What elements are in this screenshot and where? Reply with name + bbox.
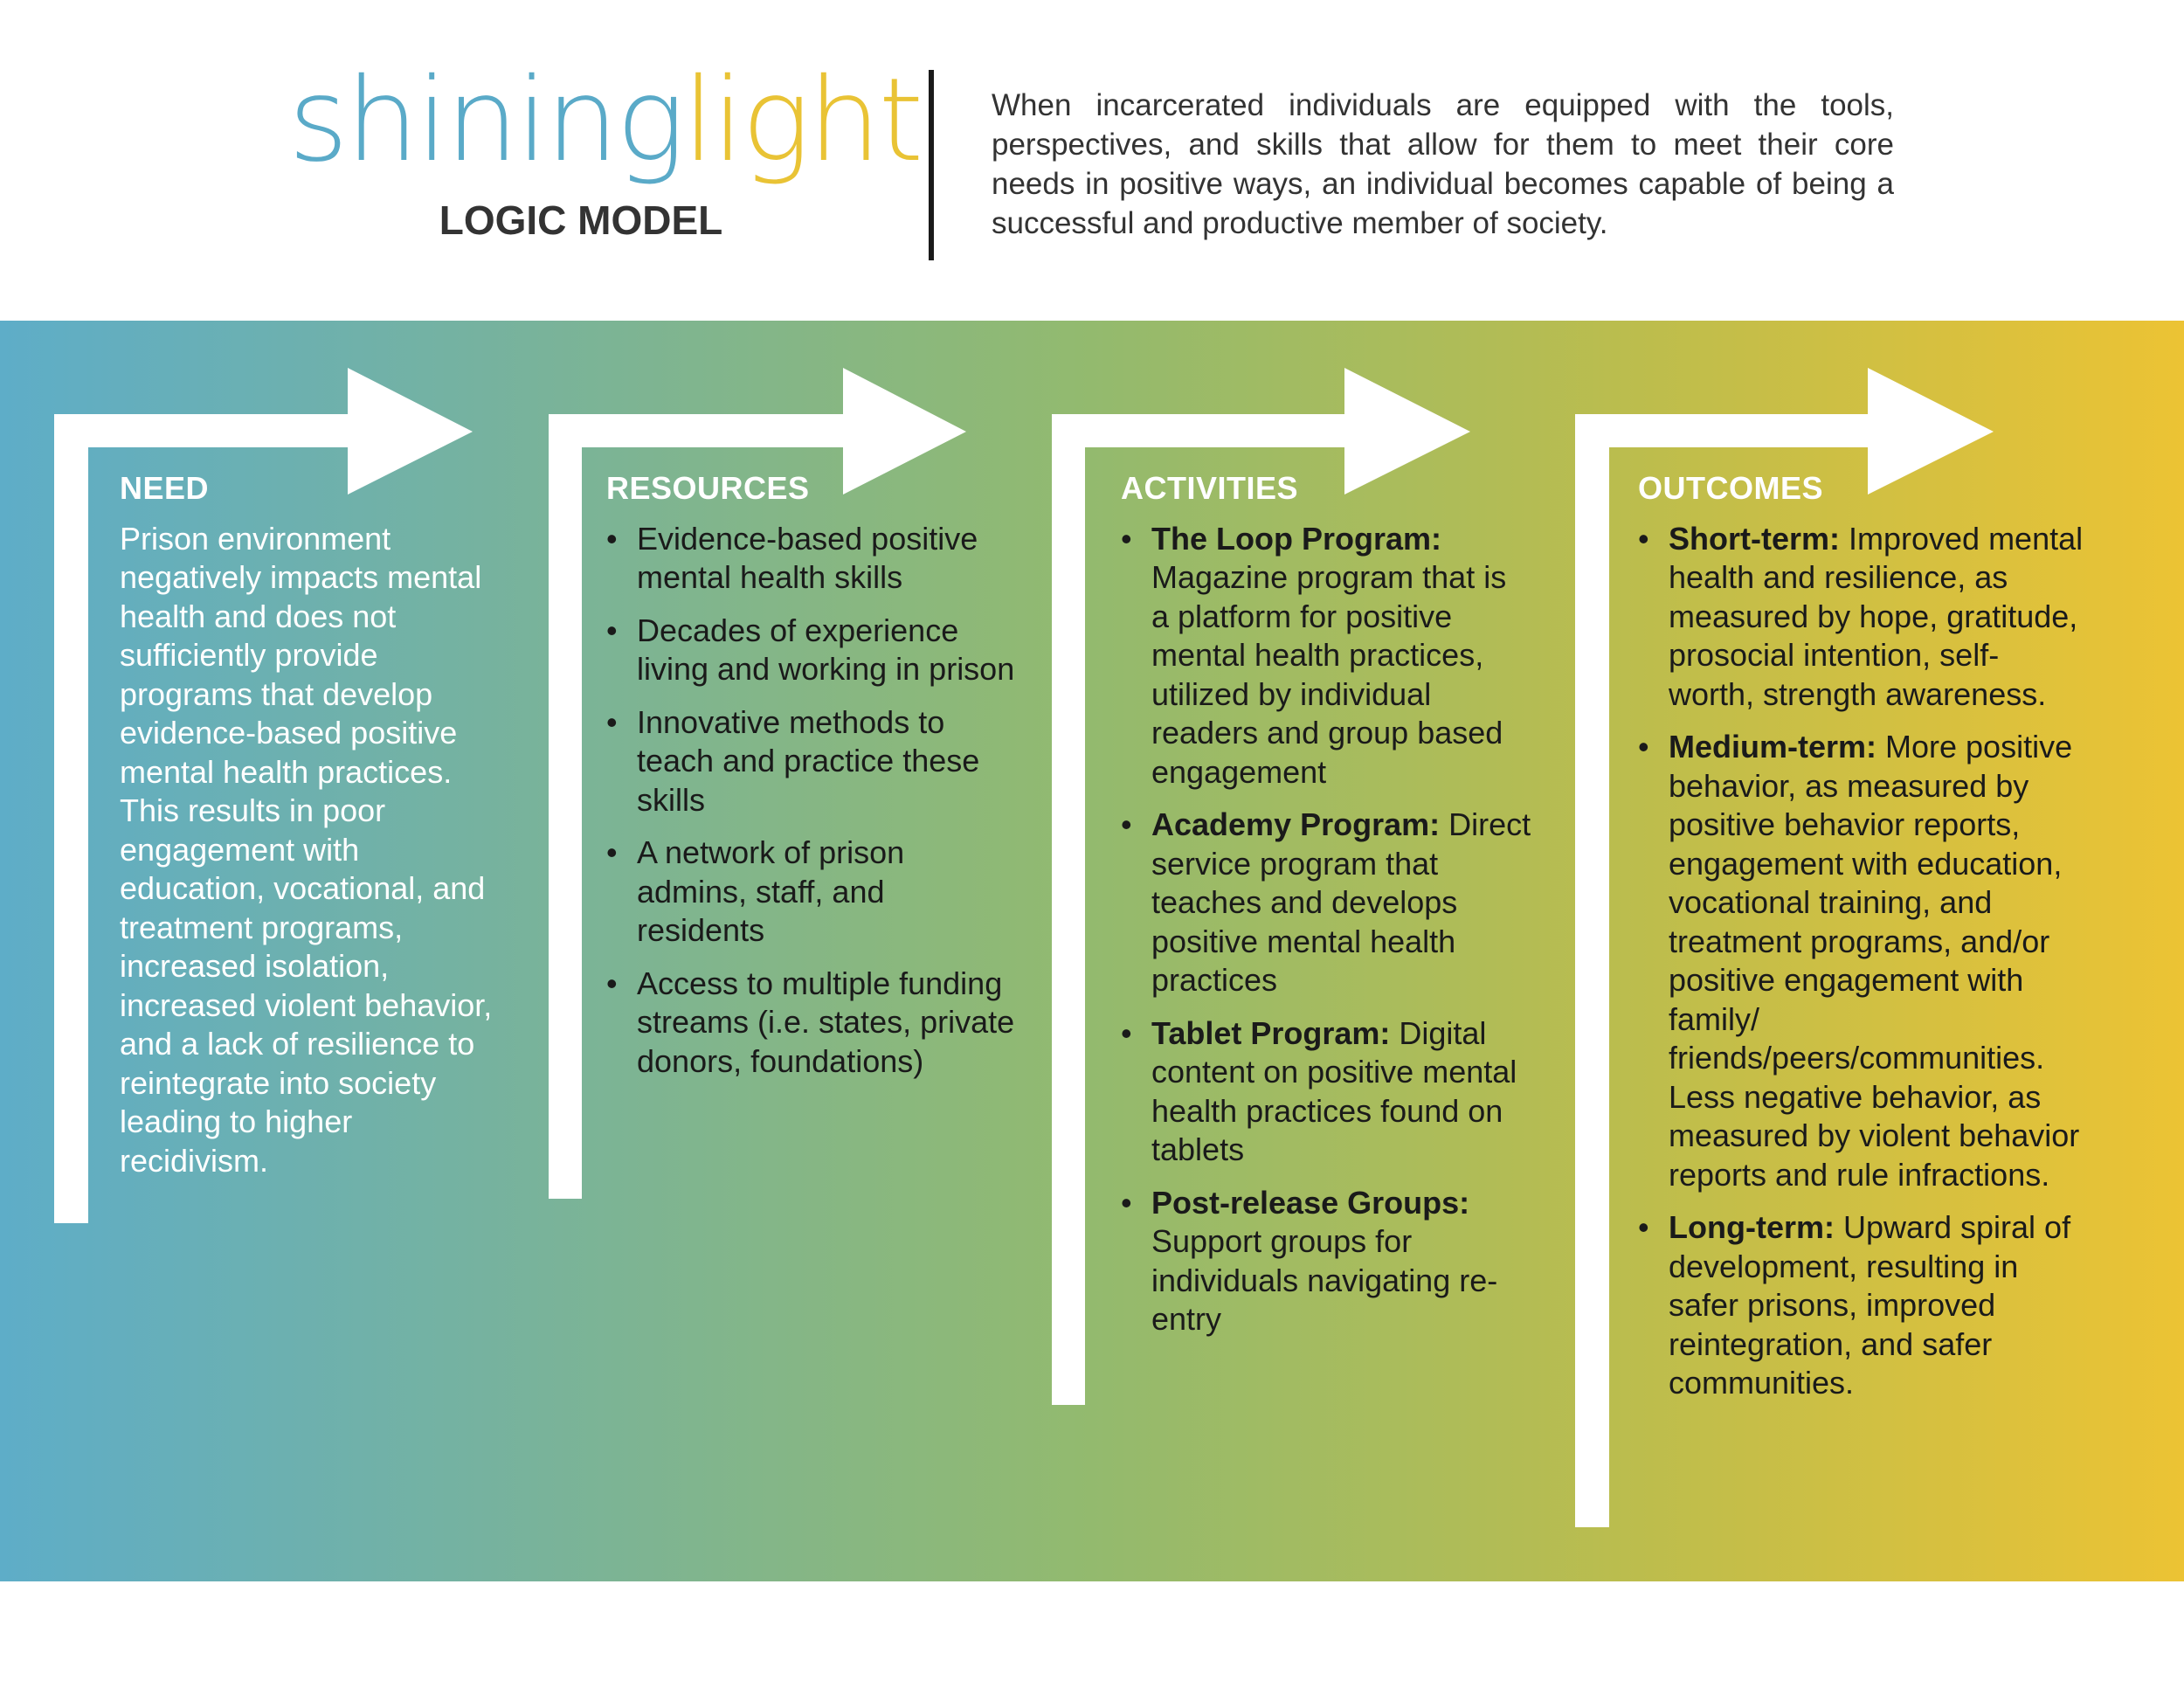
outcome-label: Short-term: xyxy=(1669,520,1840,557)
logo-word-light: light xyxy=(682,53,923,188)
outcomes-column: OUTCOMES Short-term: Improved mental hea… xyxy=(1638,469,2084,1417)
need-text: Prison environment negatively impacts me… xyxy=(120,520,493,1179)
activity-item: Tablet Program: Digital content on posit… xyxy=(1121,1014,1531,1170)
resource-item: A network of prison admins, staff, and r… xyxy=(606,834,1017,951)
outcome-item: Medium-term: More positive behavior, as … xyxy=(1638,728,2084,1194)
activity-item: Post-release Groups: Support groups for … xyxy=(1121,1184,1531,1339)
activity-label: Tablet Program: xyxy=(1151,1014,1391,1051)
activity-item: Academy Program: Direct service program … xyxy=(1121,806,1531,1000)
resources-column: RESOURCES Evidence-based positive mental… xyxy=(606,469,1017,1095)
resource-item: Access to multiple funding streams (i.e.… xyxy=(606,965,1017,1082)
outcomes-list: Short-term: Improved mental health and r… xyxy=(1638,520,2084,1403)
logo: shininglight xyxy=(288,59,923,182)
outcome-label: Medium-term: xyxy=(1669,729,1877,764)
logo-word-shining: shining xyxy=(288,53,685,188)
activities-column: ACTIVITIES The Loop Program: Magazine pr… xyxy=(1121,469,1531,1353)
resource-item: Decades of experience living and working… xyxy=(606,612,1017,689)
need-heading: NEED xyxy=(120,470,210,506)
logic-model-subtitle: LOGIC MODEL xyxy=(439,197,723,243)
intro-statement: When incarcerated individuals are equipp… xyxy=(992,88,1894,240)
activities-heading: ACTIVITIES xyxy=(1121,470,1299,506)
outcomes-heading: OUTCOMES xyxy=(1638,470,1824,506)
resource-item: Innovative methods to teach and practice… xyxy=(606,703,1017,820)
activities-list: The Loop Program: Magazine program that … xyxy=(1121,520,1531,1339)
outcome-label: Long-term: xyxy=(1669,1209,1835,1245)
arrow-resources xyxy=(549,368,966,1199)
activity-label: Post-release Groups: xyxy=(1151,1184,1470,1221)
activity-item: The Loop Program: Magazine program that … xyxy=(1121,520,1531,792)
need-column: NEED Prison environment negatively impac… xyxy=(120,469,504,1180)
resources-list: Evidence-based positive mental health sk… xyxy=(606,520,1017,1082)
activity-label: The Loop Program: xyxy=(1151,520,1441,557)
outcome-item: Long-term: Upward spiral of development,… xyxy=(1638,1208,2084,1403)
resources-heading: RESOURCES xyxy=(606,470,810,506)
header-divider xyxy=(929,70,934,260)
activity-label: Academy Program: xyxy=(1151,806,1441,842)
resource-item: Evidence-based positive mental health sk… xyxy=(606,520,1017,598)
outcome-item: Short-term: Improved mental health and r… xyxy=(1638,520,2084,715)
